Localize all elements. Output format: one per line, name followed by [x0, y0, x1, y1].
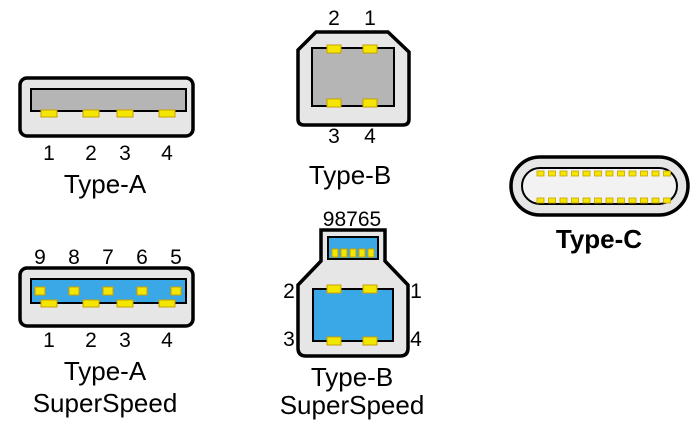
type-a-ss-pin: [170, 286, 182, 296]
type-a-ss-pin-number: 3: [119, 329, 131, 352]
type-b-ss-pin: [326, 284, 342, 294]
type-c-pin: [571, 197, 579, 204]
type-c-pin: [548, 197, 556, 204]
type-a-ss-pin-number: 7: [102, 246, 114, 269]
type-c-pin: [536, 197, 545, 204]
type-a-ss-pin: [136, 286, 148, 296]
type-c-pin: [628, 197, 637, 204]
type-b-pin-number: 2: [328, 7, 340, 30]
type-a-pin: [40, 109, 58, 118]
type-b-ss-pin: [358, 248, 366, 258]
type-a-pin: [82, 109, 100, 118]
type-a-ss-label-line1: Type-A: [64, 356, 147, 386]
type-b-ss-lower-insulator: [312, 288, 394, 342]
type-b-pin-number: 3: [328, 125, 340, 148]
type-a-pin-number: 1: [43, 142, 55, 165]
type-b-insulator: [311, 47, 395, 107]
type-b-pin-number: 1: [364, 7, 376, 30]
type-c-pin: [617, 197, 625, 204]
type-c-pin: [651, 170, 660, 177]
type-c-pin: [605, 170, 614, 177]
type-a-pin-number: 2: [85, 142, 97, 165]
type-c-pin: [663, 170, 671, 177]
type-c-pin: [605, 197, 614, 204]
type-b-label: Type-B: [309, 160, 391, 190]
type-a-pin-number: 3: [119, 142, 131, 165]
type-c-pin: [582, 197, 591, 204]
type-c-pin: [571, 170, 579, 177]
type-c-pin: [640, 170, 648, 177]
type-a-pin: [116, 109, 134, 118]
type-a-ss-pin-number: 1: [43, 329, 55, 352]
type-b-connector: 2 1 3 4 Type-B: [296, 7, 411, 190]
type-b-ss-pin: [331, 248, 339, 258]
type-a-label: Type-A: [64, 169, 147, 199]
type-a-ss-pin-number: 6: [136, 246, 148, 269]
type-b-ss-pin-number: 4: [410, 328, 422, 351]
type-b-ss-pin: [326, 336, 342, 346]
type-a-ss-pin-number: 8: [68, 246, 80, 269]
type-c-tongue: [521, 167, 678, 205]
type-c-pin: [651, 197, 660, 204]
type-b-ss-pin: [349, 248, 357, 258]
type-a-ss-pin: [68, 286, 80, 296]
type-b-superspeed-connector: 98765 2 1 3 4 Type-B SuperSpeed: [280, 208, 425, 420]
type-a-ss-pin-number: 4: [161, 329, 173, 352]
type-a-ss-pin: [158, 299, 176, 308]
type-a-superspeed-connector: 9 8 7 6 5 1 2 3 4 Type-A SuperSpeed: [18, 246, 195, 418]
type-c-pin: [594, 197, 602, 204]
type-b-ss-pin-number: 2: [283, 280, 295, 303]
type-b-ss-pin: [340, 248, 348, 258]
type-b-ss-pin: [362, 336, 378, 346]
type-c-label: Type-C: [556, 224, 642, 254]
type-b-ss-pin-number: 1: [410, 280, 422, 303]
type-c-pin: [594, 170, 602, 177]
type-a-ss-pin: [116, 299, 134, 308]
type-a-insulator: [30, 88, 187, 112]
type-a-ss-pin-number: 2: [85, 329, 97, 352]
type-a-ss-pin-number: 5: [170, 246, 182, 269]
type-c-pin: [559, 170, 568, 177]
type-b-pin: [362, 44, 378, 54]
type-a-ss-pin: [40, 299, 58, 308]
type-a-ss-label-line2: SuperSpeed: [33, 388, 178, 418]
type-b-pin: [326, 98, 342, 108]
type-b-pin: [362, 98, 378, 108]
type-b-ss-label-line1: Type-B: [311, 362, 393, 392]
type-b-ss-label-line2: SuperSpeed: [280, 390, 425, 420]
type-c-pins: [536, 170, 671, 204]
type-c-connector: Type-C: [509, 155, 690, 254]
type-c-pin: [663, 197, 671, 204]
type-c-pin: [559, 197, 568, 204]
type-c-pin: [582, 170, 591, 177]
type-a-ss-pin-number: 9: [34, 246, 46, 269]
type-b-ss-pin-numbers-top: 98765: [323, 208, 381, 231]
type-c-pin: [617, 170, 625, 177]
type-a-ss-pin: [34, 286, 46, 296]
type-a-pin-number: 4: [161, 142, 173, 165]
type-c-pin: [628, 170, 637, 177]
type-a-ss-pin: [82, 299, 100, 308]
type-c-pin: [536, 170, 545, 177]
type-b-ss-pin-number: 3: [283, 328, 295, 351]
type-a-pin: [158, 109, 176, 118]
type-c-pin: [640, 197, 648, 204]
type-b-pin: [326, 44, 342, 54]
type-b-ss-pin: [362, 284, 378, 294]
type-a-connector: 1 2 3 4 Type-A: [18, 76, 195, 199]
type-a-ss-pin: [102, 286, 114, 296]
type-b-pin-number: 4: [364, 125, 376, 148]
type-b-ss-pin: [367, 248, 375, 258]
type-c-pin: [548, 170, 556, 177]
